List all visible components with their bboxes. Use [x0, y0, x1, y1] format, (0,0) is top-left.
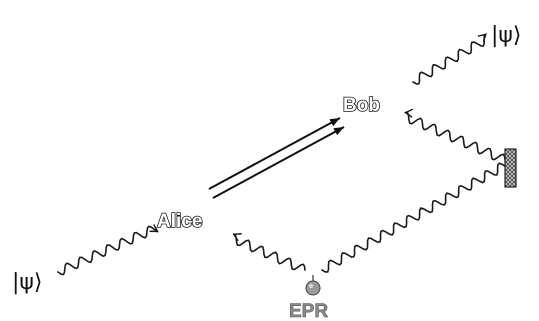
hatched-mirror-icon — [504, 148, 517, 188]
classical-channel-line-1 — [208, 117, 341, 190]
epr-to-mirror-wave — [321, 162, 507, 273]
bob-label: Bob — [343, 95, 380, 116]
input-state-label: |ψ⟩ — [12, 270, 43, 295]
output-photon-wave — [412, 33, 487, 85]
classical-channel-line-2 — [212, 126, 345, 199]
epr-label: EPR — [289, 301, 328, 321]
input-photon-wave — [57, 224, 159, 276]
epr-to-alice-wave — [232, 233, 306, 271]
alice-label: Alice — [157, 211, 202, 232]
sphere-icon — [305, 275, 321, 296]
mirror-to-bob-wave — [404, 108, 506, 161]
output-state-label: |ψ⟩ — [491, 23, 522, 48]
